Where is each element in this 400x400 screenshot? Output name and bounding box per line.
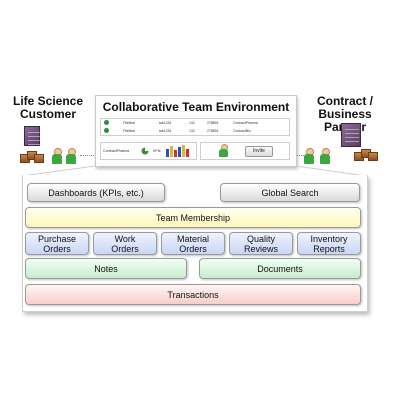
documents-box[interactable]: Documents [199,258,361,279]
collaborative-environment-window: Collaborative Team Environment FileMed t… [95,95,297,167]
connector-line [80,155,94,156]
cubes-icon [20,150,44,163]
building-icon [341,123,361,147]
table-cell: tab1234 [159,121,172,125]
status-dot-icon [104,128,109,133]
table-cell: 132 [189,121,195,125]
inventory-reports-box[interactable]: Inventory Reports [297,232,361,255]
module-label-line2: Orders [43,243,71,254]
transactions-box[interactable]: Transactions [25,284,361,305]
global-search-box[interactable]: Global Search [220,183,360,202]
left-partner-title-line2: Customer [19,107,76,121]
cubes-icon [354,148,378,161]
module-label-line1: Purchase [37,233,77,244]
module-label-line1: Work [114,233,136,244]
invite-button[interactable]: Invite [245,146,273,157]
table-cell: ContractBio [233,129,251,133]
table-cell: 132 [189,129,195,133]
module-label-line1: Quality [246,233,275,244]
module-label-line2: Orders [111,243,139,254]
quality-reviews-box[interactable]: Quality Reviews [229,232,293,255]
table-cell: 278893 [207,121,219,125]
work-orders-box[interactable]: Work Orders [93,232,157,255]
module-label-line2: Reviews [243,243,278,254]
kpi-panel[interactable]: ContractPharma KPIs [100,142,197,160]
invite-panel: Invite [200,142,290,160]
kpi-partner-label: ContractPharma [103,149,130,153]
notes-box[interactable]: Notes [25,258,187,279]
person-icon [66,148,76,164]
person-icon [304,148,314,164]
bar-chart-icon [166,145,189,157]
table-cell: ContractPharma [233,121,258,125]
module-label-line2: Reports [313,243,345,254]
table-row[interactable]: FileMed tab1234 132 278893 ContractPharm… [101,119,289,127]
environment-title: Collaborative Team Environment [102,100,290,114]
status-dot-icon [104,120,109,125]
kpi-label: KPIs [153,149,161,153]
person-icon [320,148,330,164]
table-cell: FileMed [123,121,136,125]
module-label-line1: Material [176,233,209,244]
table-cell: tab1234 [159,129,172,133]
left-partner-title-line1: Life Science [12,94,84,108]
left-partner-title: Life Science Customer [8,95,88,121]
connector-line [294,155,304,156]
dashboards-box[interactable]: Dashboards (KPIs, etc.) [27,183,165,202]
purchase-orders-box[interactable]: Purchase Orders [25,232,89,255]
team-membership-box[interactable]: Team Membership [25,207,361,228]
person-icon [52,148,62,164]
building-icon [24,126,42,148]
table-cell: 278893 [207,129,219,133]
environment-table: FileMed tab1234 132 278893 ContractPharm… [100,118,290,136]
right-partner-title-line1: Contract / Business [316,94,373,121]
module-label-line2: Orders [179,243,207,254]
module-label-line1: Inventory [310,233,348,244]
material-orders-box[interactable]: Material Orders [161,232,225,255]
person-icon [219,144,228,157]
pie-chart-icon [141,147,149,155]
table-row[interactable]: FileMed tab1234 132 278893 ContractBio [101,127,289,135]
table-cell: FileMed [123,129,136,133]
